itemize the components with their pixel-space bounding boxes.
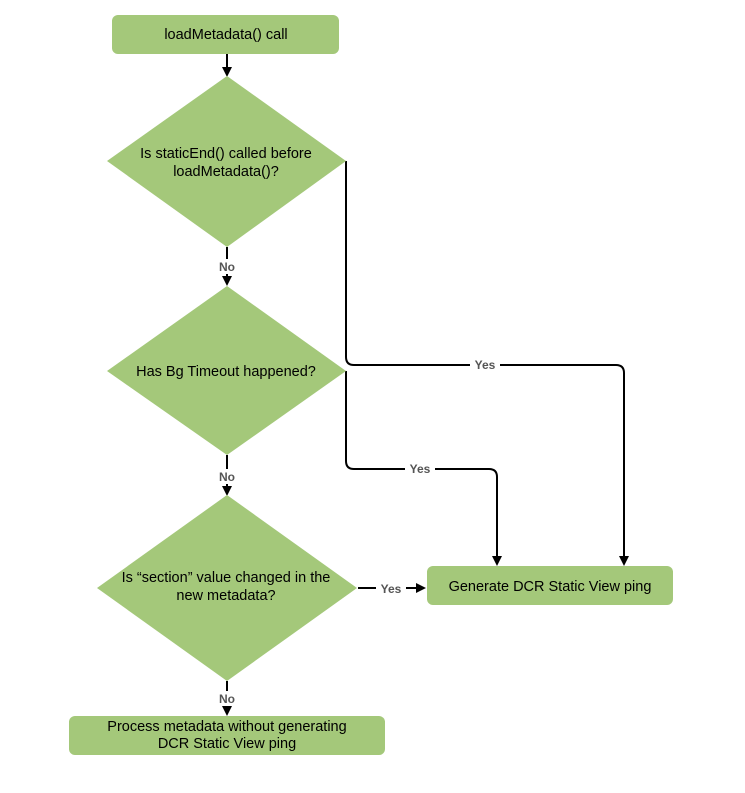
edge-label-bg-timeout-yes: Yes	[410, 462, 431, 476]
decision-static-end-line-2: loadMetadata()?	[173, 164, 279, 180]
edge-label-bg	[376, 581, 406, 596]
decision-section-changed-line-1: Is “section” value changed in the	[122, 570, 331, 586]
process-metadata-line-2: DCR Static View ping	[158, 736, 296, 752]
process-metadata-node: Process metadata without generating DCR …	[69, 716, 385, 755]
start-node: loadMetadata() call	[112, 15, 339, 54]
edge-label-bg	[214, 469, 240, 484]
decision-static-end: Is staticEnd() called before loadMetadat…	[107, 76, 346, 247]
start-node-label: loadMetadata() call	[164, 27, 287, 43]
decision-static-end-line-1: Is staticEnd() called before	[140, 146, 312, 162]
generate-ping-label: Generate DCR Static View ping	[449, 579, 652, 595]
edge-label-bg-timeout-no: No	[219, 470, 235, 484]
decision-section-changed-line-2: new metadata?	[176, 588, 275, 604]
edge-label-bg	[405, 461, 435, 476]
edge-label-bg	[470, 357, 500, 372]
decision-bg-timeout-label: Has Bg Timeout happened?	[136, 364, 316, 380]
edge-label-section-no: No	[219, 692, 235, 706]
generate-ping-node: Generate DCR Static View ping	[427, 566, 673, 605]
decision-bg-timeout: Has Bg Timeout happened?	[107, 286, 346, 455]
decision-section-changed: Is “section” value changed in the new me…	[97, 495, 357, 681]
edge-label-bg	[214, 691, 240, 706]
edge-label-bg	[214, 259, 240, 274]
process-metadata-line-1: Process metadata without generating	[107, 719, 346, 735]
edge-label-static-end-no: No	[219, 260, 235, 274]
edge-label-static-end-yes: Yes	[475, 358, 496, 372]
edge-label-section-yes: Yes	[381, 582, 402, 596]
